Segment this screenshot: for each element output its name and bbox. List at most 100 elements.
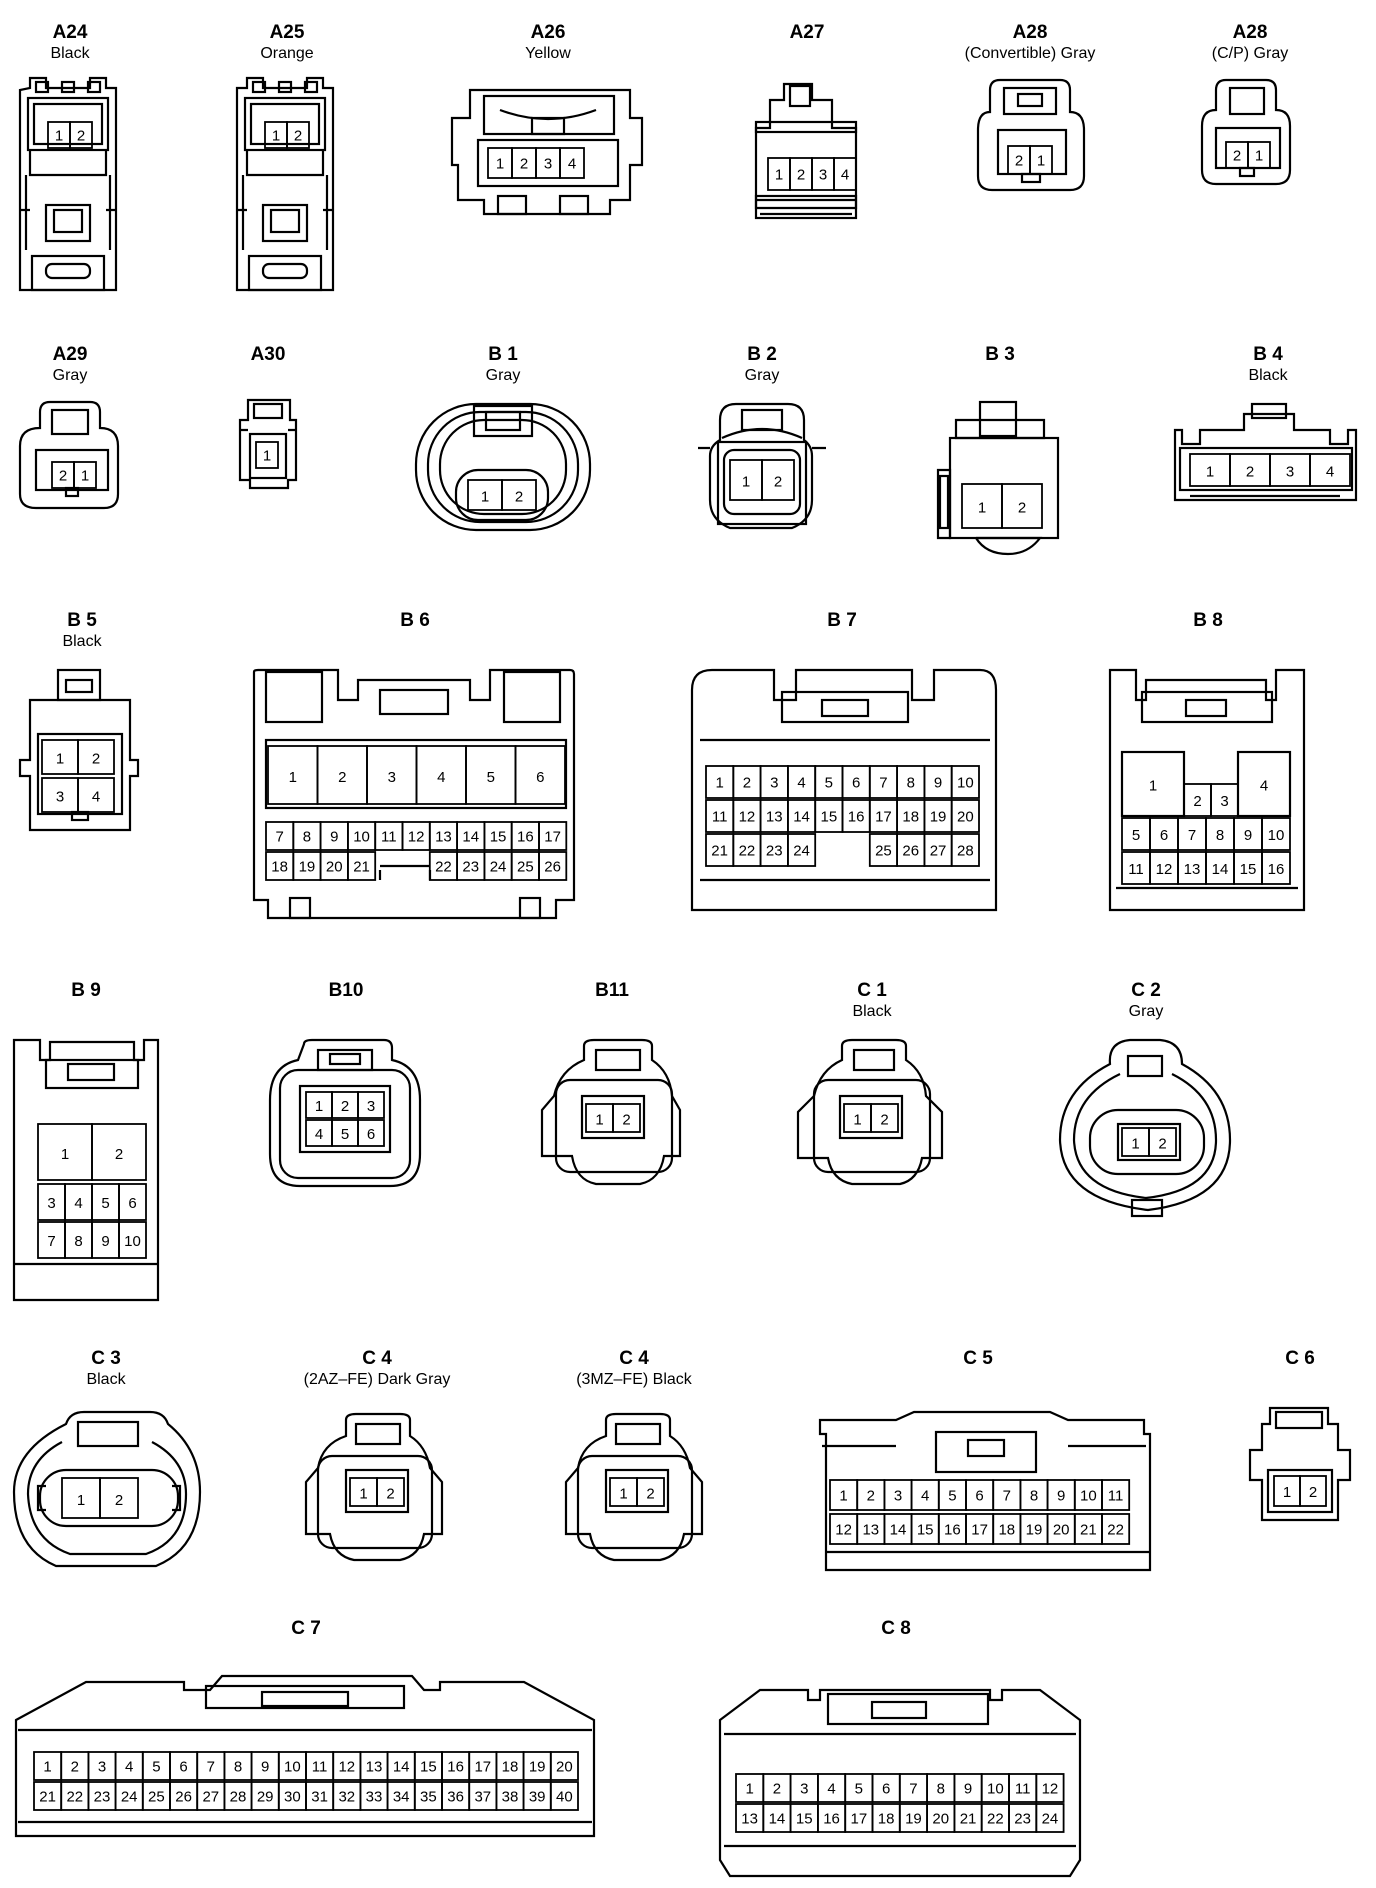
pin-cell [77, 739, 115, 775]
pin-label: 25 [875, 842, 892, 859]
pin-label: 16 [447, 1758, 464, 1775]
pin-label: 12 [1156, 861, 1173, 878]
connector-code: B 4 [1253, 344, 1283, 365]
pin-cell [255, 441, 279, 469]
pin-label: 36 [447, 1788, 464, 1805]
pin-label: 11 [381, 828, 397, 845]
pin-label: 26 [544, 858, 561, 875]
connector-code: C 6 [1285, 1348, 1315, 1369]
connector-code: B10 [329, 980, 364, 1001]
pin-cell [1001, 483, 1043, 529]
pin-label: 37 [474, 1788, 491, 1805]
pin-label: 10 [957, 774, 974, 791]
pin-label: 9 [1057, 1487, 1065, 1504]
pin-label: 40 [556, 1788, 573, 1805]
pin-label: 19 [1026, 1521, 1043, 1538]
pin-label: 23 [1014, 1810, 1031, 1827]
pin-label: 20 [556, 1758, 573, 1775]
pin-label: 4 [1326, 463, 1334, 480]
pin-label: 9 [330, 828, 338, 845]
pin-cell [1035, 1803, 1065, 1833]
pin-label: 15 [420, 1758, 437, 1775]
pin-label: 12 [338, 1758, 355, 1775]
pin-cell [559, 147, 585, 179]
pin-label: 9 [1244, 827, 1252, 844]
pin-label: 39 [529, 1788, 546, 1805]
pin-label: 4 [797, 774, 805, 791]
pin-label: 18 [878, 1810, 895, 1827]
pin-label: 2 [867, 1487, 875, 1504]
pin-label: 13 [435, 828, 452, 845]
pin-label: 2 [743, 774, 751, 791]
pin-label: 5 [948, 1487, 956, 1504]
pin-label: 6 [179, 1758, 187, 1775]
pin-label: 20 [957, 808, 974, 825]
pin-label: 8 [303, 828, 311, 845]
pin-label: 23 [462, 858, 479, 875]
pin-label: 2 [622, 1111, 630, 1128]
pin-label: 2 [115, 1492, 123, 1509]
pin-cell [118, 1221, 147, 1259]
pin-label: 1 [81, 467, 89, 484]
pin-label: 2 [520, 155, 528, 172]
pin-label: 9 [101, 1233, 109, 1250]
pin-label: 2 [880, 1111, 888, 1128]
pin-label: 4 [92, 788, 100, 805]
pin-cell [538, 821, 568, 851]
pin-label: 14 [1212, 861, 1229, 878]
pin-label: 9 [261, 1758, 269, 1775]
pin-label: 1 [272, 127, 280, 144]
pin-label: 5 [152, 1758, 160, 1775]
pin-label: 6 [536, 769, 544, 786]
pin-label: 5 [825, 774, 833, 791]
pin-cell [950, 799, 980, 833]
pin-label: 8 [907, 774, 915, 791]
connector-color-label: Gray [1129, 1003, 1164, 1020]
pin-label: 9 [934, 774, 942, 791]
pin-label: 8 [937, 1780, 945, 1797]
pin-cell [950, 765, 980, 799]
pin-label: 2 [515, 488, 523, 505]
pin-label: 1 [978, 499, 986, 516]
pin-cell [549, 1751, 579, 1781]
pin-label: 3 [367, 1098, 375, 1115]
pin-label: 28 [957, 842, 974, 859]
pin-label: 17 [544, 828, 561, 845]
pin-label: 1 [775, 166, 783, 183]
pin-label: 13 [862, 1521, 879, 1538]
pin-label: 26 [175, 1788, 192, 1805]
pin-cell [1309, 453, 1351, 487]
connector-code: B 8 [1193, 610, 1223, 631]
connector-code: B 5 [67, 610, 97, 631]
pin-label: 6 [852, 774, 860, 791]
pin-label: 2 [1309, 1484, 1317, 1501]
pin-label: 14 [462, 828, 479, 845]
connector-code: A27 [790, 22, 825, 43]
pin-label: 23 [766, 842, 783, 859]
pin-label: 1 [1037, 152, 1045, 169]
pin-label: 11 [1128, 861, 1144, 878]
pin-cell [1035, 1773, 1065, 1803]
pin-label: 2 [59, 467, 67, 484]
pin-label: 1 [1131, 1135, 1139, 1152]
pin-label: 12 [408, 828, 425, 845]
pin-label: 25 [148, 1788, 165, 1805]
connector-code: A28 [1013, 22, 1048, 43]
pin-label: 8 [74, 1233, 82, 1250]
pin-label: 2 [1246, 463, 1254, 480]
pin-label: 12 [1042, 1780, 1059, 1797]
connector-code: A24 [53, 22, 88, 43]
pin-cell [612, 1103, 641, 1133]
pin-cell [549, 1781, 579, 1811]
